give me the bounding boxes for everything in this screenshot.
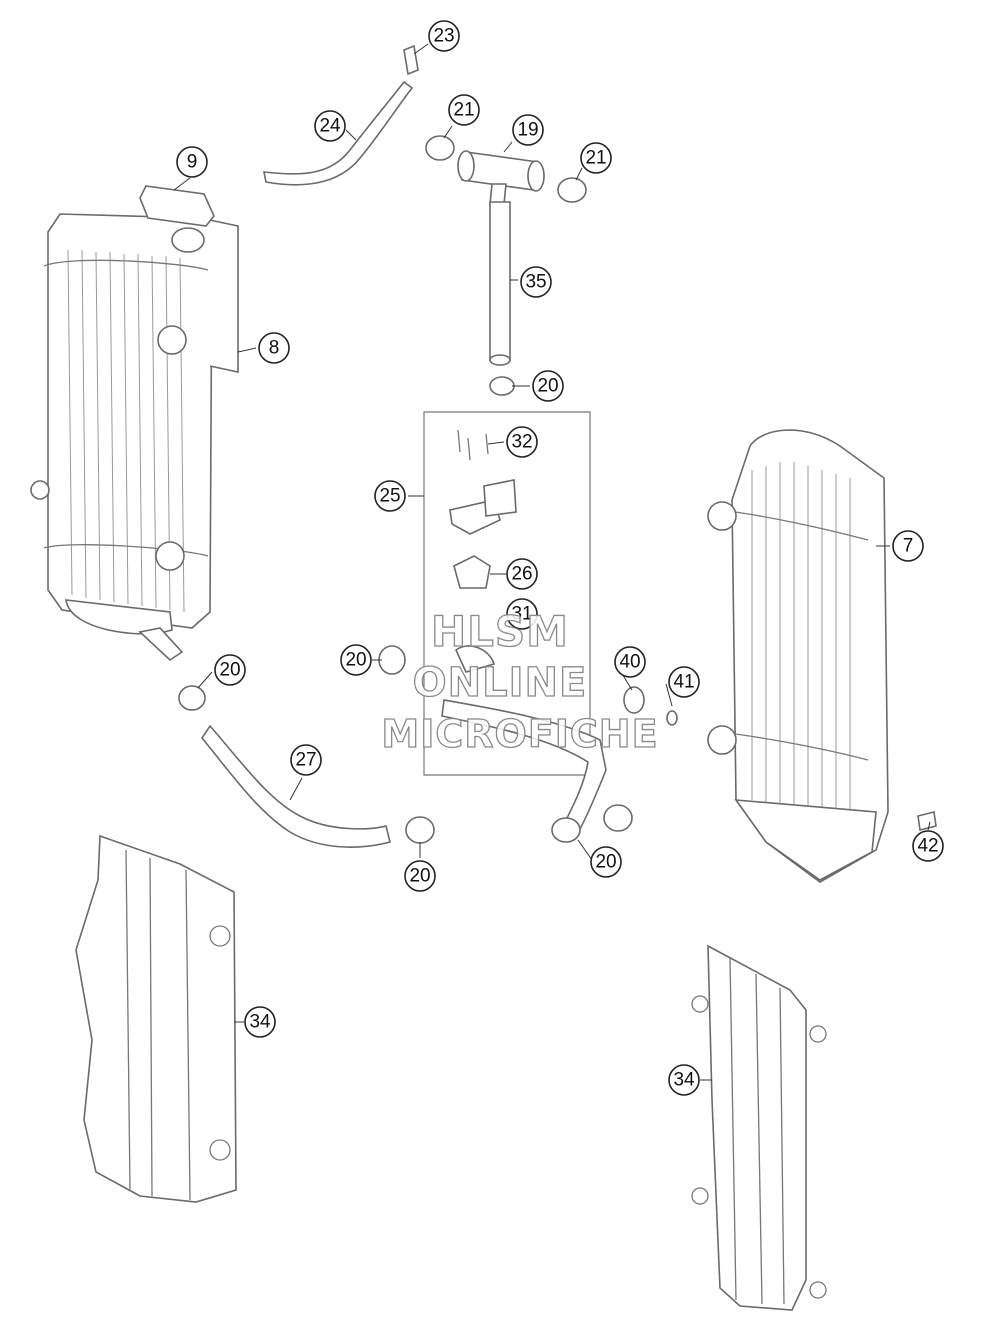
callout-32-label: 32 [511, 432, 532, 453]
callout-21-right: 21 [580, 142, 612, 174]
callout-34-left: 34 [244, 1006, 276, 1038]
clamp-20-right [603, 804, 633, 832]
callout-42: 42 [912, 830, 944, 862]
callout-26: 26 [506, 558, 538, 590]
callout-31: 31 [506, 598, 538, 630]
callout-8-label: 8 [269, 338, 280, 359]
callout-19: 19 [512, 114, 544, 146]
callout-35-label: 35 [525, 272, 546, 293]
watermark-line-3: MICROFICHE [381, 711, 659, 756]
plug-41 [666, 710, 678, 726]
callout-34-right: 34 [668, 1064, 700, 1096]
right-radiator [707, 429, 937, 883]
callout-34-left-label: 34 [249, 1012, 271, 1033]
callout-41-label: 41 [673, 672, 694, 693]
callout-20-right-label: 20 [595, 852, 616, 873]
callout-21-right-label: 21 [585, 148, 606, 169]
callout-25-label: 25 [379, 486, 400, 507]
watermark-line-2: ONLINE [412, 659, 588, 706]
callout-20-bottom-label: 20 [409, 866, 430, 887]
callout-34-right-label: 34 [673, 1070, 695, 1091]
hose-end-23 [403, 44, 419, 76]
thermostat-19 [457, 150, 545, 205]
radiator-cap [139, 185, 215, 253]
callout-20-right: 20 [590, 846, 622, 878]
callout-8: 8 [258, 332, 290, 364]
clamp-20-left [178, 685, 206, 711]
thermostat-26 [453, 555, 491, 589]
callout-21-left: 21 [448, 94, 480, 126]
callout-31-label: 31 [511, 604, 532, 625]
left-radiator [30, 213, 239, 662]
clamp-20-top [489, 376, 515, 396]
watermark-line-1: HLSM [430, 606, 569, 656]
callout-32: 32 [506, 426, 538, 458]
callout-35: 35 [520, 266, 552, 298]
clamp-20-right-bottom [551, 817, 581, 843]
callout-20-kit-label: 20 [345, 650, 366, 671]
shroud-right-34 [707, 944, 807, 1311]
callout-27-label: 27 [295, 750, 316, 771]
callout-9-label: 9 [187, 152, 198, 173]
screws-32 [457, 429, 489, 461]
hose-27 [201, 724, 391, 848]
pipe-35 [489, 201, 511, 361]
leader-lines [173, 43, 931, 1081]
callout-21-left-label: 21 [453, 100, 474, 121]
callout-24-label: 24 [319, 116, 341, 137]
callout-26-label: 26 [511, 564, 532, 585]
callout-20-top: 20 [532, 370, 564, 402]
callout-27: 27 [290, 744, 322, 776]
callout-40: 40 [614, 646, 646, 678]
callout-42-label: 42 [917, 836, 938, 857]
shroud-left-34 [75, 834, 237, 1203]
callout-20-top-label: 20 [537, 376, 558, 397]
callout-20-left: 20 [214, 654, 246, 686]
callout-7-label: 7 [903, 536, 914, 557]
callout-25: 25 [374, 480, 406, 512]
callout-23-label: 23 [433, 26, 454, 47]
callout-20-left-label: 20 [219, 660, 240, 681]
callout-20-bottom: 20 [404, 860, 436, 892]
callout-24: 24 [314, 110, 346, 142]
callout-20-kit: 20 [340, 644, 372, 676]
part-31 [454, 645, 495, 673]
callout-7: 7 [892, 530, 924, 562]
callout-40-label: 40 [619, 652, 640, 673]
clamp-21-left [425, 135, 455, 161]
callout-19-label: 19 [517, 120, 538, 141]
hose-24 [263, 80, 414, 186]
clamp-21-right [557, 177, 587, 203]
washer-40 [623, 686, 645, 714]
clamp-20-bottom [405, 816, 435, 844]
callout-23: 23 [428, 20, 460, 52]
callout-41: 41 [668, 666, 700, 698]
callout-9: 9 [176, 146, 208, 178]
